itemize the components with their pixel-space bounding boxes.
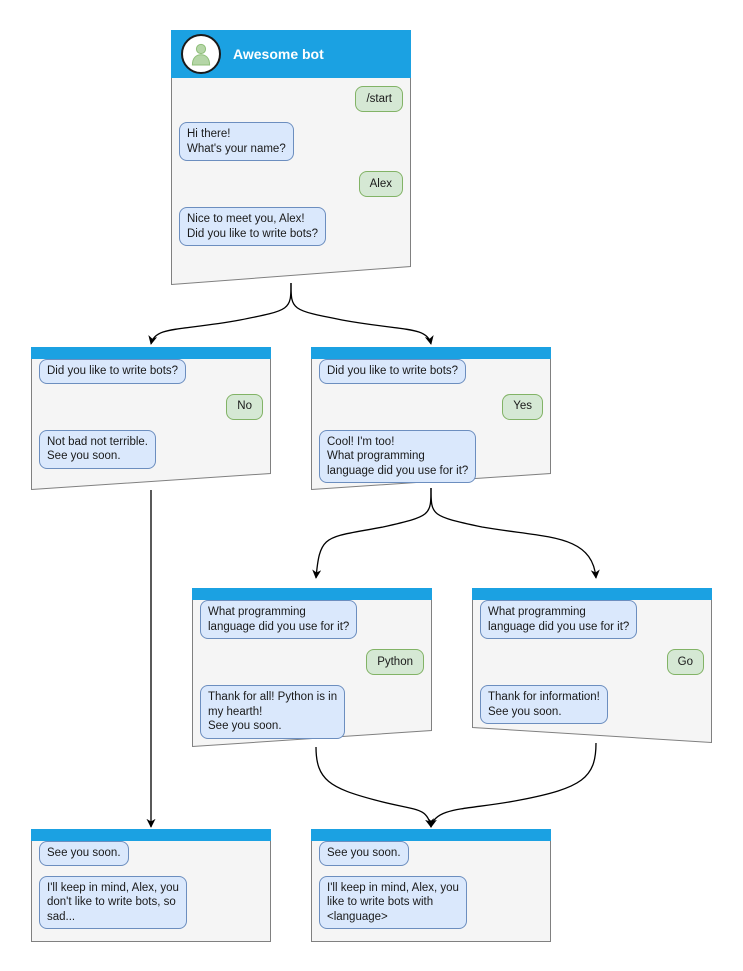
card-header-root: Awesome bot: [171, 30, 411, 78]
bot-message-bubble: Hi there! What's your name?: [179, 122, 294, 161]
edge-root-to-no: [148, 282, 292, 345]
message-row: Python: [200, 649, 424, 675]
chat-log-go-branch: What programming language did you use fo…: [472, 600, 712, 734]
message-row: Did you like to write bots?: [319, 359, 543, 384]
card-python-branch[interactable]: What programming language did you use fo…: [192, 588, 432, 747]
message-row: Not bad not terrible. See you soon.: [39, 429, 263, 469]
bot-message-bubble: Did you like to write bots?: [39, 359, 187, 384]
bot-message-bubble: Thank for information! See you soon.: [480, 685, 608, 724]
message-row: Hi there! What's your name?: [179, 122, 403, 161]
bot-message-bubble: See you soon.: [319, 841, 409, 866]
bot-message-bubble: Did you like to write bots?: [319, 359, 467, 384]
user-message-bubble: Alex: [358, 171, 403, 197]
message-row: What programming language did you use fo…: [480, 600, 704, 639]
card-header-yes-branch: [311, 347, 551, 359]
card-header-go-branch: [472, 588, 712, 600]
message-row: /start: [179, 86, 403, 112]
user-message-bubble: Yes: [502, 393, 543, 420]
chat-log-end-no: See you soon. I'll keep in mind, Alex, yo…: [31, 841, 271, 939]
edge-root-to-yes: [290, 282, 434, 345]
edge-yes-to-go: [430, 487, 600, 579]
message-row: Alex: [179, 171, 403, 197]
message-row: Go: [480, 649, 704, 675]
bot-message-bubble: I'll keep in mind, Alex, you don't like …: [39, 875, 187, 929]
message-row: No: [39, 393, 263, 420]
user-message-bubble: Python: [366, 649, 424, 675]
message-row: I'll keep in mind, Alex, you like to wri…: [319, 875, 543, 929]
bot-message-bubble: See you soon.: [39, 841, 129, 866]
bot-message-bubble: Thank for all! Python is in my hearth! S…: [200, 685, 346, 739]
card-root[interactable]: Awesome bot /start Hi there! What's your …: [171, 30, 411, 285]
bot-title: Awesome bot: [233, 46, 324, 62]
message-row: Thank for all! Python is in my hearth! S…: [200, 685, 424, 739]
card-end-yes[interactable]: See you soon. I'll keep in mind, Alex, yo…: [311, 829, 551, 942]
edge-yes-to-python: [312, 487, 432, 579]
message-row: Yes: [319, 393, 543, 420]
bot-message-bubble: What programming language did you use fo…: [480, 600, 638, 639]
message-row: Thank for information! See you soon.: [480, 685, 704, 724]
message-row: Cool! I'm too! What programming language…: [319, 429, 543, 483]
bot-message-bubble: Nice to meet you, Alex! Did you like to …: [179, 207, 327, 246]
user-message-bubble: /start: [355, 86, 403, 112]
message-row: Did you like to write bots?: [39, 359, 263, 384]
user-message-bubble: Go: [666, 649, 704, 675]
message-row: What programming language did you use fo…: [200, 600, 424, 639]
message-row: See you soon.: [39, 841, 263, 866]
card-go-branch[interactable]: What programming language did you use fo…: [472, 588, 712, 743]
bot-message-bubble: Cool! I'm too! What programming language…: [319, 429, 477, 483]
chat-log-python-branch: What programming language did you use fo…: [192, 600, 432, 749]
message-row: See you soon.: [319, 841, 543, 866]
card-header-end-yes: [311, 829, 551, 841]
card-header-no-branch: [31, 347, 271, 359]
bot-message-bubble: Not bad not terrible. See you soon.: [39, 429, 157, 469]
card-header-python-branch: [192, 588, 432, 600]
edge-python-to-end-yes: [315, 746, 434, 828]
person-avatar-icon: [181, 34, 221, 74]
bot-message-bubble: I'll keep in mind, Alex, you like to wri…: [319, 875, 467, 929]
edge-go-to-end-yes: [428, 742, 597, 828]
user-message-bubble: No: [226, 393, 263, 420]
message-row: I'll keep in mind, Alex, you don't like …: [39, 875, 263, 929]
card-header-end-no: [31, 829, 271, 841]
bot-message-bubble: What programming language did you use fo…: [200, 600, 358, 639]
chat-log-end-yes: See you soon. I'll keep in mind, Alex, yo…: [311, 841, 551, 939]
message-row: Nice to meet you, Alex! Did you like to …: [179, 207, 403, 246]
card-end-no[interactable]: See you soon. I'll keep in mind, Alex, yo…: [31, 829, 271, 942]
